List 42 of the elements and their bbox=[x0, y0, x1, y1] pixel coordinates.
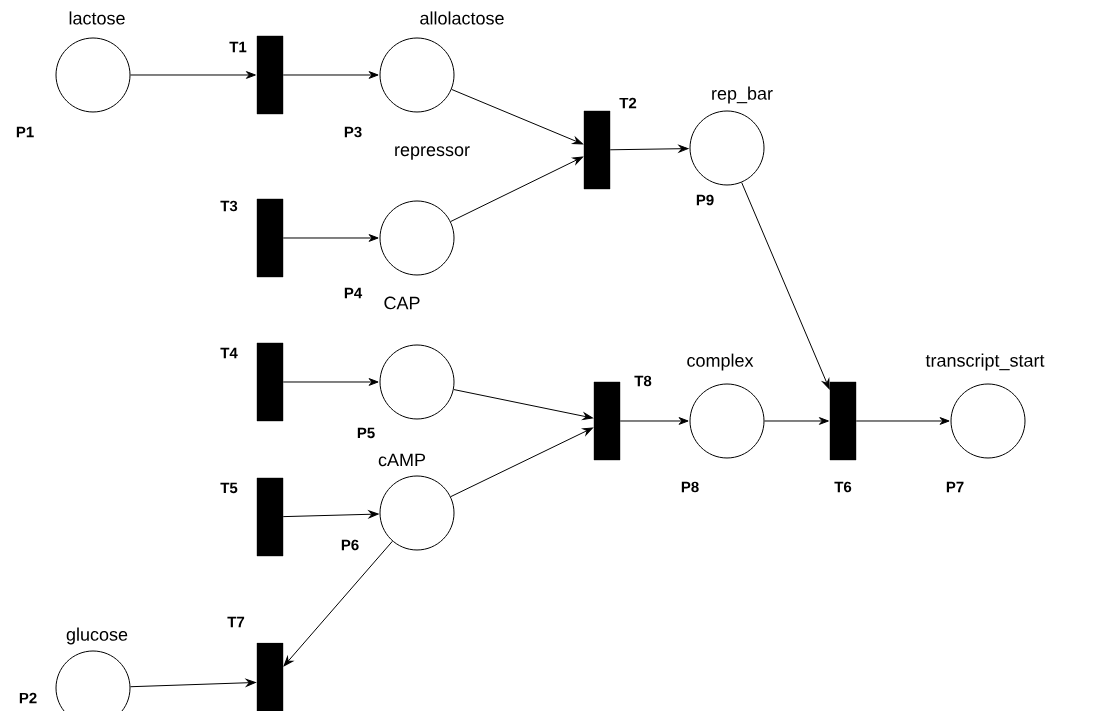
arrow bbox=[855, 417, 950, 425]
place-name: transcript_start bbox=[925, 353, 1045, 371]
node-id: P2 bbox=[19, 692, 37, 704]
arrow bbox=[453, 389, 593, 420]
node-id: T7 bbox=[227, 616, 245, 628]
node-id: T2 bbox=[619, 97, 637, 109]
arrow bbox=[619, 417, 689, 425]
place-name: repressor bbox=[395, 146, 470, 160]
arrow bbox=[282, 378, 379, 386]
node-id: P5 bbox=[357, 427, 375, 439]
node-id: T5 bbox=[220, 482, 238, 494]
node-id: P3 bbox=[344, 126, 362, 138]
place-name: lactose bbox=[69, 11, 125, 25]
node-id: P7 bbox=[946, 481, 964, 493]
node-id: T8 bbox=[634, 375, 652, 387]
arrow bbox=[282, 71, 379, 79]
arrow bbox=[283, 540, 393, 667]
node-id: P1 bbox=[16, 126, 34, 138]
node-id: P6 bbox=[341, 539, 359, 551]
place-name: allolactose bbox=[420, 11, 504, 25]
node-id: P8 bbox=[681, 481, 699, 493]
arrow bbox=[451, 88, 583, 145]
node-id: P4 bbox=[344, 287, 363, 299]
node-id: T4 bbox=[220, 347, 238, 359]
arrow bbox=[282, 510, 379, 519]
node-id: P9 bbox=[696, 194, 714, 206]
arrow bbox=[130, 71, 256, 79]
arrow bbox=[450, 156, 584, 223]
arrow bbox=[609, 144, 689, 153]
place-name: glucose bbox=[66, 627, 128, 645]
node-id: T6 bbox=[834, 481, 852, 493]
place-name: cAMP bbox=[378, 453, 426, 467]
place-name: CAP bbox=[384, 296, 420, 310]
node-id: T3 bbox=[220, 200, 238, 212]
node-id: T1 bbox=[229, 41, 247, 53]
place-name: rep_bar bbox=[712, 86, 773, 104]
arrow bbox=[282, 234, 379, 242]
arrow bbox=[741, 182, 830, 390]
arrow bbox=[130, 678, 256, 688]
arrow bbox=[450, 427, 594, 498]
arrow bbox=[764, 417, 829, 425]
place-name: complex bbox=[687, 353, 754, 371]
